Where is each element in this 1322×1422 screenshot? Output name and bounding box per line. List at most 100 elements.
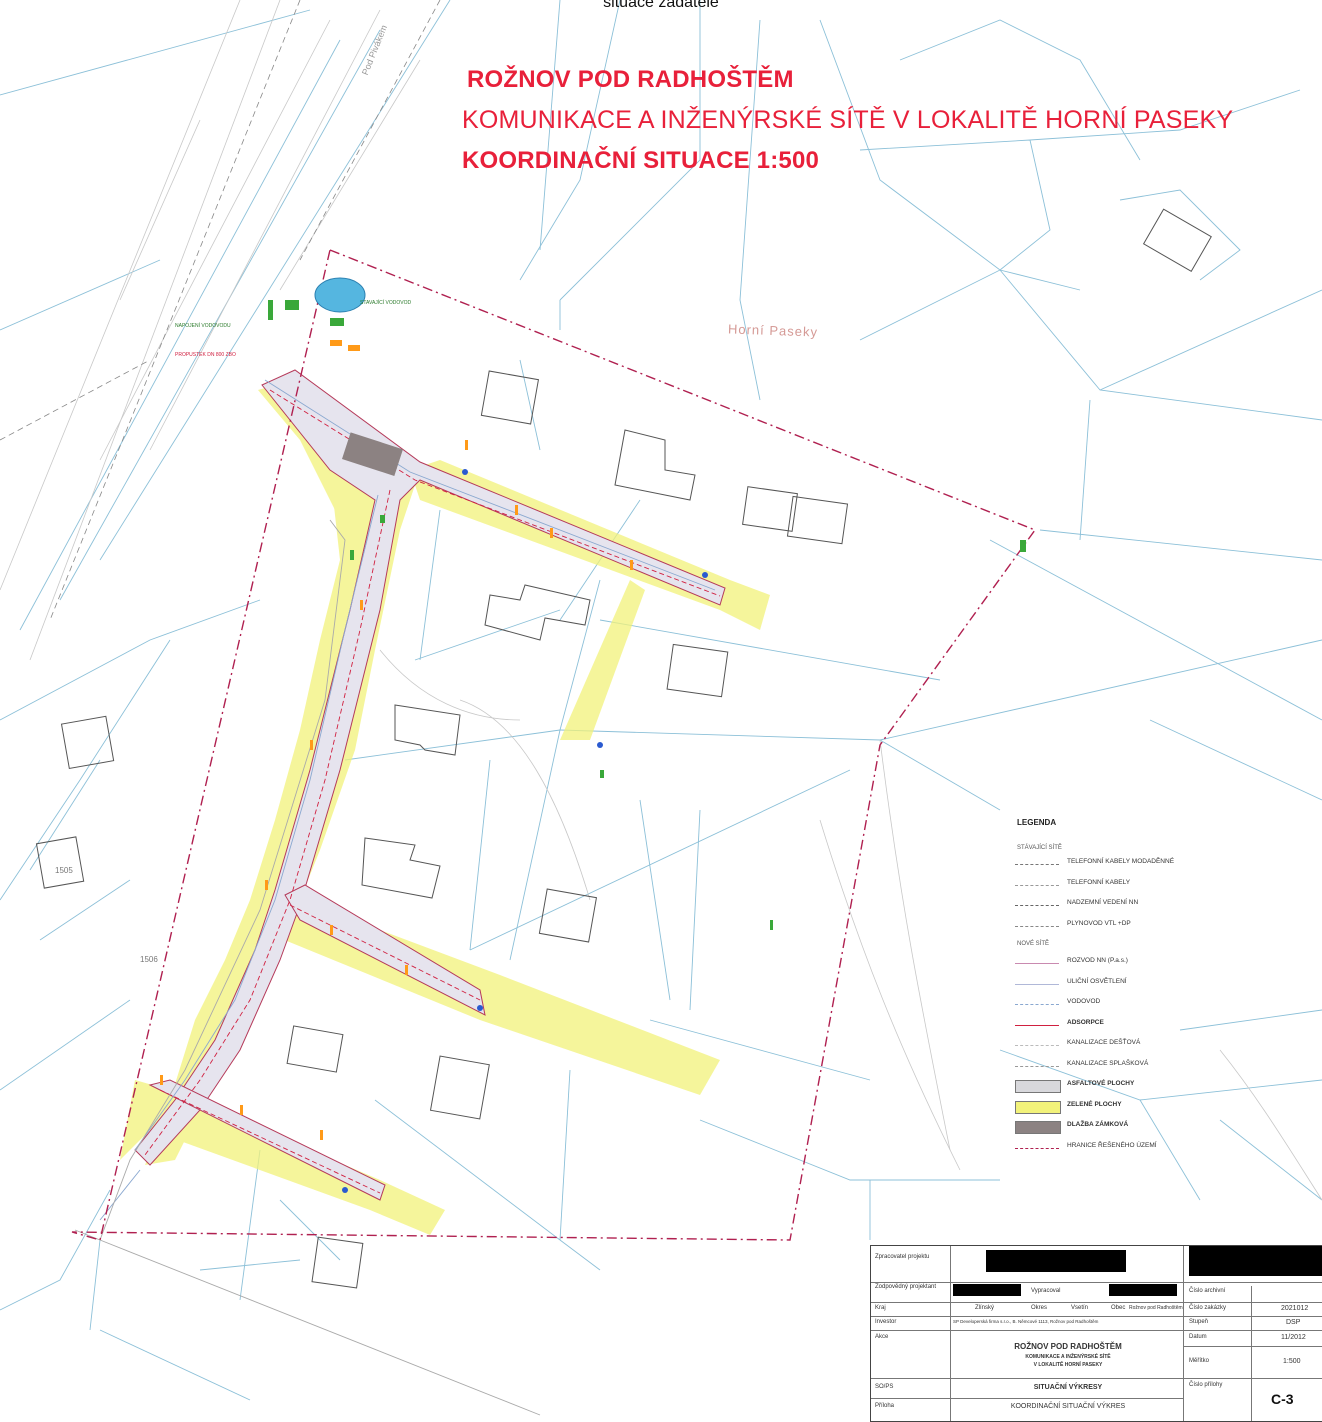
legend-symbol bbox=[1015, 963, 1059, 964]
legend-label: VODOVOD bbox=[1067, 998, 1101, 1005]
redaction bbox=[953, 1284, 1021, 1296]
map-title-scale: KOORDINAČNÍ SITUACE 1:500 bbox=[462, 147, 820, 174]
legend-symbol bbox=[1015, 983, 1059, 985]
legend-symbol bbox=[1015, 1004, 1059, 1005]
attachment-no-value: C-3 bbox=[1271, 1391, 1294, 1407]
label-drawn-by: Vypracoval bbox=[1031, 1288, 1061, 1294]
label-municipality: Obec bbox=[1111, 1305, 1126, 1311]
region-value: Zlínský bbox=[975, 1305, 995, 1311]
redaction bbox=[1109, 1284, 1177, 1296]
legend-label: PLYNOVOD VTL +DP bbox=[1067, 919, 1131, 927]
map-title-project: KOMUNIKACE A INŽENÝRSKÉ SÍTĚ V LOKALITĚ … bbox=[462, 106, 1234, 134]
legend-symbol bbox=[1015, 884, 1059, 886]
label-attachment: Příloha bbox=[875, 1403, 895, 1409]
scale-value: 1:500 bbox=[1283, 1358, 1301, 1365]
legend-label: ULIČNÍ OSVĚTLENÍ bbox=[1067, 977, 1127, 985]
label-project: Akce bbox=[875, 1334, 889, 1340]
legend-item: HRANICE ŘEŠENÉHO ÚZEMÍ bbox=[1015, 1142, 1225, 1154]
redaction bbox=[1189, 1246, 1322, 1276]
legend-item: KANALIZACE SPLAŠKOVÁ bbox=[1015, 1060, 1225, 1072]
vegetation-symbols bbox=[268, 300, 1026, 930]
legend-symbol bbox=[1015, 1121, 1061, 1134]
legend-item: KANALIZACE DEŠŤOVÁ bbox=[1015, 1039, 1225, 1051]
legend-new-heading: NOVÉ SÍTĚ bbox=[1017, 941, 1050, 947]
parcel-number-label: 1505 bbox=[55, 866, 73, 875]
locality-label: Horní Paseky bbox=[727, 321, 819, 340]
stage-value: DSP bbox=[1286, 1319, 1301, 1326]
annotation-water-connection: NAPOJENÍ VODOVODU bbox=[175, 323, 231, 329]
project-name: ROŽNOV POD RADHOŠTĚM bbox=[1014, 1342, 1122, 1351]
railway-dashes bbox=[0, 0, 441, 621]
investor-value: SP Developerská firma s.r.o., B. Němcové… bbox=[953, 1319, 1099, 1324]
legend-symbol bbox=[1015, 1024, 1059, 1026]
legend-label: ZELENÉ PLOCHY bbox=[1067, 1100, 1122, 1108]
map-title-town: ROŽNOV POD RADHOŠTĚM bbox=[467, 66, 794, 93]
label-date: Datum bbox=[1189, 1334, 1207, 1340]
orange-markers bbox=[160, 340, 633, 1140]
legend-item: ASFALTOVÉ PLOCHY bbox=[1015, 1080, 1225, 1093]
legend-heading: LEGENDA bbox=[1017, 818, 1057, 827]
legend-item: NADZEMNÍ VEDENÍ NN bbox=[1015, 899, 1225, 911]
title-block: Zpracovatel projektu Zodpovědný projekta… bbox=[870, 1245, 1322, 1422]
legend-existing-heading: STÁVAJÍCÍ SÍTĚ bbox=[1017, 845, 1062, 851]
legend-item: PLYNOVOD VTL +DP bbox=[1015, 920, 1225, 932]
area-boundary bbox=[71, 249, 1037, 1241]
legend-symbol bbox=[1015, 1080, 1061, 1093]
terrain-lines bbox=[0, 0, 1322, 1201]
blue-markers bbox=[342, 469, 708, 1193]
paving-area bbox=[341, 432, 403, 476]
roads bbox=[134, 369, 726, 1201]
legend-item: TELEFONNÍ KABELY MODADĚNNÉ bbox=[1015, 858, 1225, 870]
buildings bbox=[35, 208, 1212, 1289]
legend-symbol bbox=[1015, 1065, 1059, 1067]
legend-label: NADZEMNÍ VEDENÍ NN bbox=[1067, 899, 1139, 906]
label-order-no: Číslo zakázky bbox=[1189, 1305, 1227, 1311]
label-investor: Investor bbox=[875, 1319, 897, 1325]
legend-item: ULIČNÍ OSVĚTLENÍ bbox=[1015, 978, 1225, 990]
label-responsible: Zodpovědný projektant bbox=[875, 1284, 937, 1290]
parcel-number-label: 1506 bbox=[140, 955, 158, 964]
project-locality: V LOKALITĚ HORNÍ PASEKY bbox=[1033, 1362, 1103, 1368]
legend-label: TELEFONNÍ KABELY bbox=[1067, 878, 1131, 886]
legend-item: ADSORPCE bbox=[1015, 1019, 1225, 1031]
legend-label: HRANICE ŘEŠENÉHO ÚZEMÍ bbox=[1067, 1141, 1157, 1149]
legend-item: DLAŽBA ZÁMKOVÁ bbox=[1015, 1121, 1225, 1134]
utility-lines bbox=[74, 379, 721, 1416]
page-caption: situace žadatele bbox=[603, 0, 719, 11]
so-value: SITUAČNÍ VÝKRESY bbox=[1033, 1384, 1103, 1391]
project-subtitle: KOMUNIKACE A INŽENÝRSKÉ SÍTĚ bbox=[1025, 1354, 1111, 1360]
attachment-value: KOORDINAČNÍ SITUAČNÍ VÝKRES bbox=[1010, 1403, 1126, 1410]
legend-label: DLAŽBA ZÁMKOVÁ bbox=[1067, 1121, 1129, 1128]
legend-label: KANALIZACE DEŠŤOVÁ bbox=[1067, 1039, 1141, 1046]
legend-item: VODOVOD bbox=[1015, 998, 1225, 1010]
legend-symbol bbox=[1015, 925, 1059, 927]
date-value: 11/2012 bbox=[1281, 1334, 1306, 1341]
legend-item: ZELENÉ PLOCHY bbox=[1015, 1100, 1225, 1114]
redaction bbox=[986, 1250, 1126, 1272]
label-district: Okres bbox=[1031, 1305, 1048, 1311]
annotation-existing-water: STAVAJÍCÍ VODOVOD bbox=[360, 300, 412, 306]
legend-item: ROZVOD NN (P.a.s.) bbox=[1015, 957, 1225, 969]
legend-label: ADSORPCE bbox=[1067, 1018, 1104, 1026]
district-value: Vsetín bbox=[1071, 1305, 1089, 1311]
label-region: Kraj bbox=[875, 1305, 886, 1311]
annotation-culvert: PROPUSTEK DN 800 ZBO bbox=[175, 352, 236, 358]
label-so-ps: SO/PS bbox=[875, 1384, 894, 1390]
legend-symbol bbox=[1015, 905, 1059, 906]
legend-item: TELEFONNÍ KABELY bbox=[1015, 879, 1225, 891]
legend-label: ASFALTOVÉ PLOCHY bbox=[1067, 1080, 1135, 1087]
order-no-value: 2021012 bbox=[1281, 1305, 1309, 1312]
legend-symbol bbox=[1015, 864, 1059, 865]
legend-label: ROZVOD NN (P.a.s.) bbox=[1067, 957, 1128, 964]
legend-label: KANALIZACE SPLAŠKOVÁ bbox=[1067, 1059, 1149, 1067]
label-attachment-no: Číslo přílohy bbox=[1189, 1382, 1223, 1388]
legend-label: TELEFONNÍ KABELY MODADĚNNÉ bbox=[1067, 858, 1175, 865]
legend-symbol bbox=[1015, 1100, 1061, 1114]
label-stage: Stupeň bbox=[1189, 1319, 1209, 1325]
pond bbox=[314, 277, 366, 313]
label-processor: Zpracovatel projektu bbox=[875, 1254, 930, 1260]
label-scale: Měřítko bbox=[1189, 1358, 1210, 1364]
legend-symbol bbox=[1015, 1147, 1059, 1149]
